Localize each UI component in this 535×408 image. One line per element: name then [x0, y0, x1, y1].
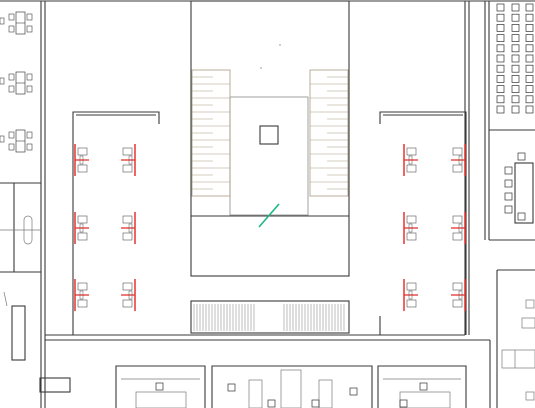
central-column — [259, 125, 279, 145]
grille-area — [190, 300, 350, 334]
atrium — [190, 0, 350, 277]
stair-left — [191, 69, 231, 197]
right-meeting-room — [489, 129, 535, 241]
accent-line — [258, 203, 280, 228]
bottom-right-room — [497, 269, 535, 401]
stair-right — [309, 69, 349, 197]
left-desk-column — [0, 11, 33, 153]
seating-grid — [496, 3, 534, 114]
left-lobby — [0, 182, 71, 393]
office-zone-right — [379, 111, 467, 335]
bottom-rooms — [115, 365, 467, 408]
office-zone-left — [72, 111, 191, 336]
workstation-clusters — [74, 144, 466, 311]
